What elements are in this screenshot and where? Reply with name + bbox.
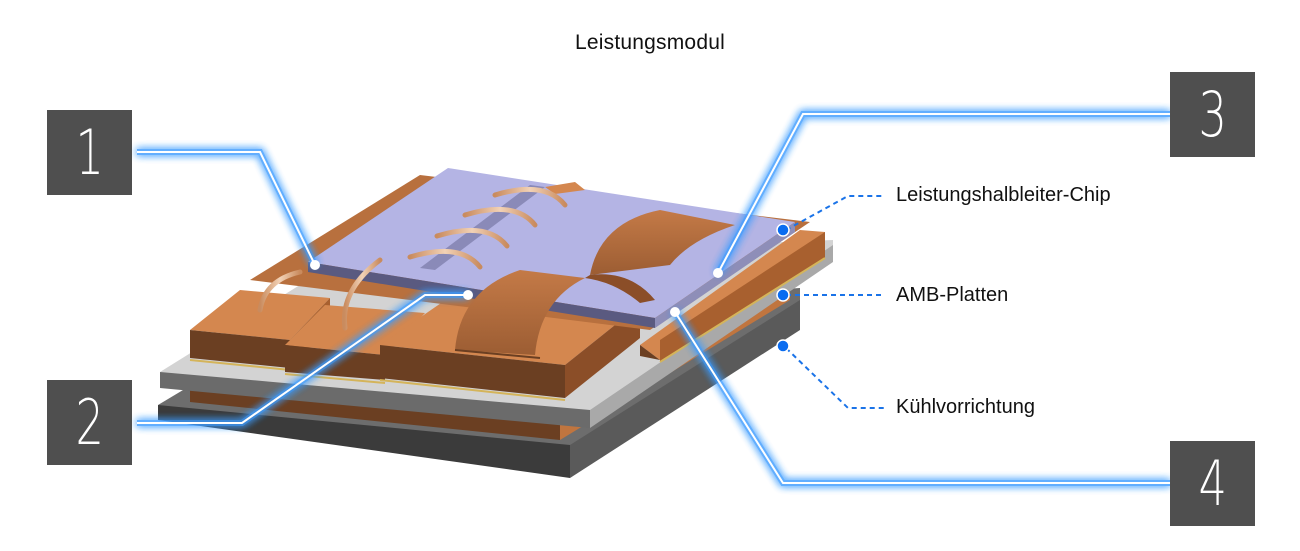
bond-wires [257,186,568,331]
amb-marker-dot [776,288,790,302]
leader-cooler [785,347,885,409]
callout-box-2: 2 [47,380,132,465]
callout-number-3: 3 [1198,77,1227,151]
callout-number-4: 4 [1198,446,1227,520]
label-cooling-device: Kühlvorrichtung [896,396,1035,418]
callout-box-3: 3 [1170,72,1255,157]
callout-dot-2 [463,290,473,300]
callout-dot-4 [670,307,680,317]
ribbon-bonds [454,210,735,359]
callout-box-4: 4 [1170,441,1255,526]
callout-box-1: 1 [47,110,132,195]
callout-number-2: 2 [75,385,104,459]
callout-lines [137,111,1170,486]
cooler-marker-dot [776,339,790,353]
diagram-title: Leistungsmodul [575,31,725,54]
chip-marker-dot [776,223,790,237]
label-amb-plates: AMB-Platten [896,284,1009,306]
label-leaders [785,195,885,409]
label-power-semiconductor-chip: Leistungshalbleiter-Chip [896,184,1111,206]
callout-dot-1 [310,260,320,270]
callout-number-1: 1 [75,115,104,189]
callout-dot-3 [713,268,723,278]
